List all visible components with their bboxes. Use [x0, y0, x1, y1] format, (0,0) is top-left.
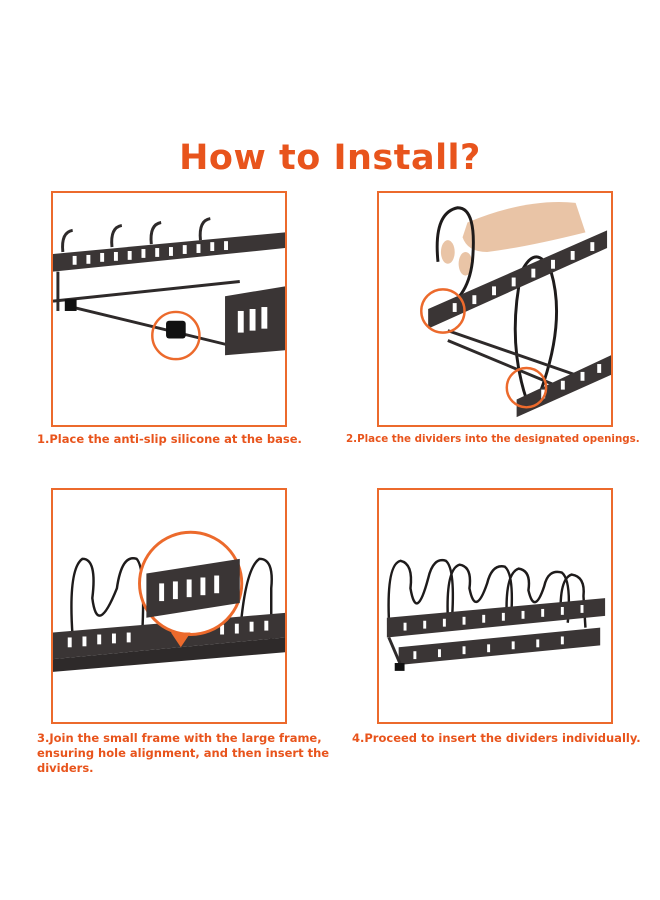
step-1-caption: 1.Place the anti-slip silicone at the ba…	[37, 432, 302, 446]
frame-join-illustration	[53, 530, 285, 672]
completed-rack-illustration	[386, 558, 606, 671]
step-4-caption: 4.Proceed to insert the dividers individ…	[352, 731, 641, 745]
page-title: How to Install?	[179, 138, 481, 178]
step-2-image	[377, 191, 613, 427]
step-3-caption: 3.Join the small frame with the large fr…	[37, 731, 330, 775]
step-1-image	[51, 191, 287, 427]
step-3-image	[51, 488, 287, 724]
divider-insert-illustration	[420, 202, 611, 418]
rack-base-illustration	[53, 217, 285, 361]
step-2-caption: 2.Place the dividers into the designated…	[346, 433, 640, 445]
step-4-image	[377, 488, 613, 724]
